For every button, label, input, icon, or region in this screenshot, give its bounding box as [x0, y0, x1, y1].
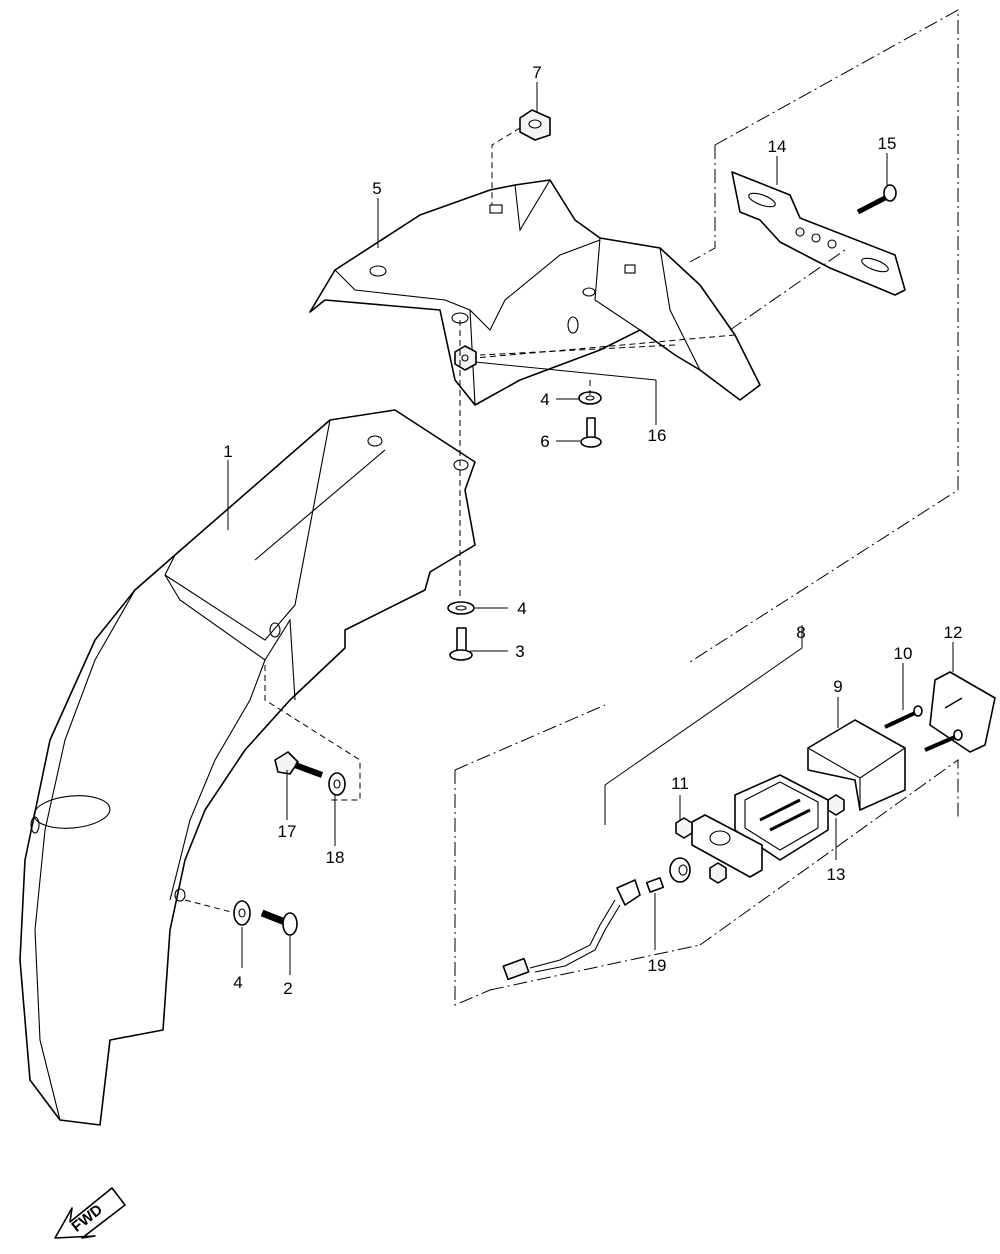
fwd-direction-badge: FWD — [54, 1187, 126, 1239]
callout-7: 7 — [532, 63, 541, 82]
lamp-assembly-outline — [454, 704, 959, 1006]
callout-19: 19 — [648, 956, 667, 975]
nut-16 — [454, 345, 477, 371]
callout-11: 11 — [671, 774, 689, 793]
lamp-cover-9 — [807, 719, 906, 811]
bolt-17 — [274, 751, 324, 778]
callout-14: 14 — [768, 137, 787, 156]
callout-10: 10 — [894, 644, 913, 663]
alignment-lines — [184, 127, 846, 914]
license-plate-bracket — [731, 171, 906, 296]
lamp-housing — [734, 774, 829, 861]
screw-10-lower — [924, 729, 963, 752]
clip-nut — [519, 109, 551, 141]
callout-5: 5 — [372, 179, 381, 198]
callout-4-lower: 4 — [233, 973, 242, 992]
screw-10-upper — [884, 705, 923, 729]
callout-16: 16 — [648, 426, 667, 445]
lamp-lens-12 — [929, 671, 996, 753]
callout-1: 1 — [223, 442, 232, 461]
leader-lines — [227, 82, 954, 975]
callout-9: 9 — [833, 677, 842, 696]
lamp-gasket — [691, 814, 763, 878]
callout-4-upper: 4 — [540, 390, 549, 409]
callout-8: 8 — [796, 623, 805, 642]
callout-15: 15 — [878, 134, 897, 153]
bolt-3 — [449, 627, 473, 661]
callout-18: 18 — [326, 848, 345, 867]
nut-lower — [709, 862, 727, 884]
washer-4-middle — [447, 601, 475, 615]
callout-4-middle: 4 — [517, 599, 526, 618]
rear-fender — [19, 409, 476, 1126]
bolt-2 — [260, 909, 298, 936]
callout-17: 17 — [278, 822, 297, 841]
nut-13 — [827, 794, 845, 816]
callout-13: 13 — [827, 865, 846, 884]
screw-15 — [856, 184, 897, 215]
bolt-6 — [580, 417, 602, 448]
washer-4-lower — [233, 900, 251, 926]
lamp-harness — [502, 879, 641, 981]
upper-assembly-outline — [689, 9, 959, 663]
nut-11 — [675, 817, 693, 839]
callout-12: 12 — [944, 623, 963, 642]
mounting-bracket — [309, 179, 761, 406]
callout-6: 6 — [540, 432, 549, 451]
callout-labels: 7 5 14 15 4 6 16 1 4 3 8 12 10 9 11 17 1… — [223, 63, 962, 998]
socket — [669, 857, 691, 883]
callout-3: 3 — [515, 642, 524, 661]
washer-18 — [328, 772, 346, 796]
callout-2: 2 — [283, 979, 292, 998]
bulb-19 — [645, 877, 665, 893]
